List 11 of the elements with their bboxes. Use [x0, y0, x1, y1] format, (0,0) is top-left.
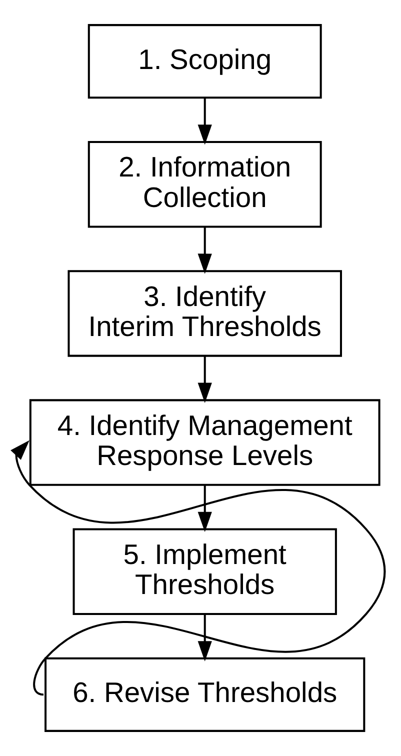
arrow: [198, 356, 212, 403]
arrow: [198, 486, 212, 532]
node-box: 3. Identify Interim Thresholds: [68, 270, 342, 357]
arrow: [198, 614, 212, 662]
node-box: 2. Information Collection: [88, 141, 322, 228]
node-box: 4. Identify Management Response Levels: [29, 399, 380, 486]
node-box: 5. Implement Thresholds: [72, 528, 337, 615]
arrow: [198, 227, 212, 274]
node-box: 1. Scoping: [88, 24, 322, 99]
arrow: [198, 98, 212, 145]
node-box: 6. Revise Thresholds: [44, 657, 366, 732]
